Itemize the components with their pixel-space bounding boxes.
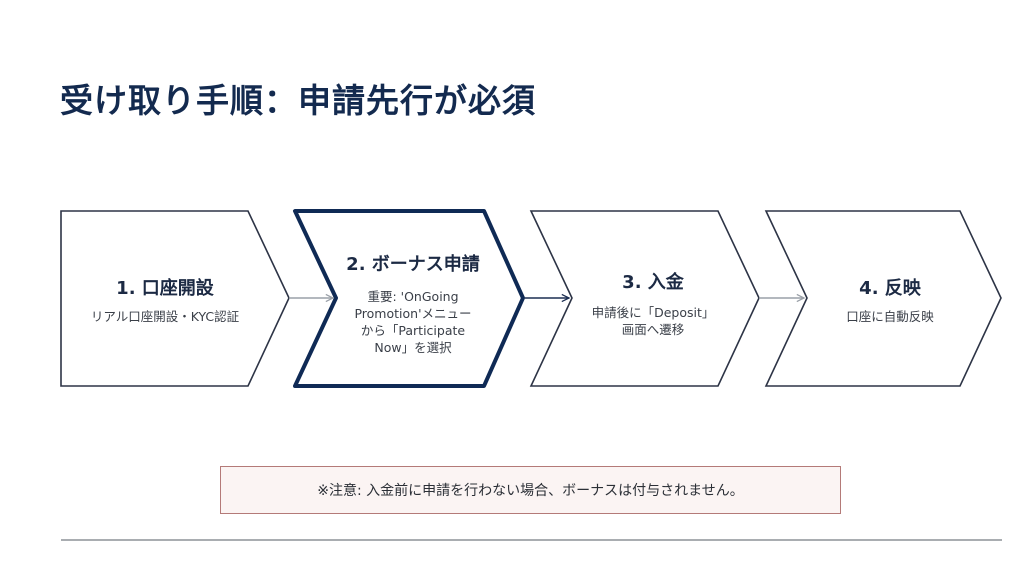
step-1-title: 1. 口座開設	[116, 278, 214, 299]
step-2-title: 2. ボーナス申請	[346, 254, 480, 275]
step-4-description: 口座に自動反映	[846, 309, 934, 324]
step-1-shape	[60, 210, 290, 387]
step-4-shape	[764, 210, 1002, 387]
step-3-shape	[529, 210, 760, 387]
step-4-title: 4. 反映	[859, 278, 921, 299]
step-2-shape	[293, 209, 525, 388]
step-3-title: 3. 入金	[622, 272, 684, 293]
caution-text: ※注意: 入金前に申請を行わない場合、ボーナスは付与されません。	[317, 483, 744, 499]
caution-notice: ※注意: 入金前に申請を行わない場合、ボーナスは付与されません。	[220, 466, 841, 514]
step-4: 4. 反映 口座に自動反映	[846, 274, 934, 325]
step-2: 2. ボーナス申請 重要: 'OnGoing Promotion'メニュー から…	[346, 250, 480, 356]
step-1-description: リアル口座開設・KYC認証	[90, 309, 240, 324]
step-3: 3. 入金 申請後に「Deposit」 画面へ遷移	[592, 268, 715, 338]
page-title: 受け取り手順：申請先行が必須	[60, 81, 536, 120]
step-3-description: 申請後に「Deposit」 画面へ遷移	[591, 305, 715, 337]
step-2-description: 重要: 'OnGoing Promotion'メニュー から「Participa…	[354, 289, 472, 355]
footer-divider	[61, 539, 1002, 541]
step-1: 1. 口座開設 リアル口座開設・KYC認証	[91, 274, 239, 325]
